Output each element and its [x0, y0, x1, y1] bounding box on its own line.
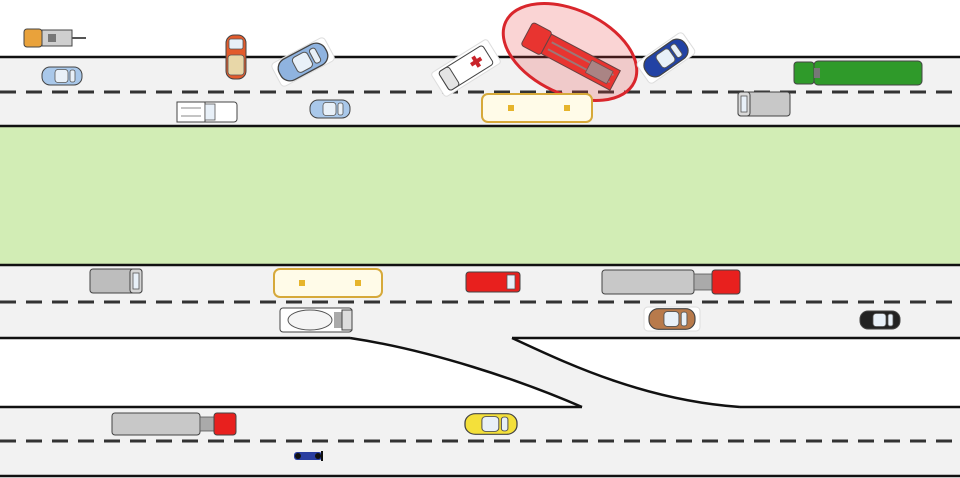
- car: [225, 34, 247, 80]
- car: [643, 306, 701, 332]
- motorcycle: [294, 451, 323, 461]
- car: [859, 310, 901, 330]
- semi-truck: [601, 269, 741, 295]
- bus: [273, 268, 383, 298]
- ambulance: [431, 39, 501, 97]
- ramp-edge: [511, 336, 741, 409]
- car: [636, 32, 696, 84]
- car: [271, 37, 335, 87]
- bus: [481, 93, 593, 123]
- ramp-edge: [349, 336, 583, 409]
- taxi: [464, 412, 518, 436]
- pickup-truck: [176, 101, 238, 123]
- car: [309, 99, 351, 119]
- semi-truck: [111, 412, 237, 436]
- accident-highlight: [501, 2, 639, 102]
- tow-truck: [23, 28, 86, 48]
- vehicles: [23, 2, 923, 461]
- fire-truck: [521, 22, 621, 91]
- roadway: [0, 55, 960, 478]
- van: [89, 268, 143, 294]
- mixer-truck: [279, 307, 353, 333]
- car: [41, 66, 83, 86]
- box-truck: [793, 60, 923, 86]
- car: [465, 271, 521, 293]
- median: [0, 127, 960, 264]
- van: [737, 91, 791, 117]
